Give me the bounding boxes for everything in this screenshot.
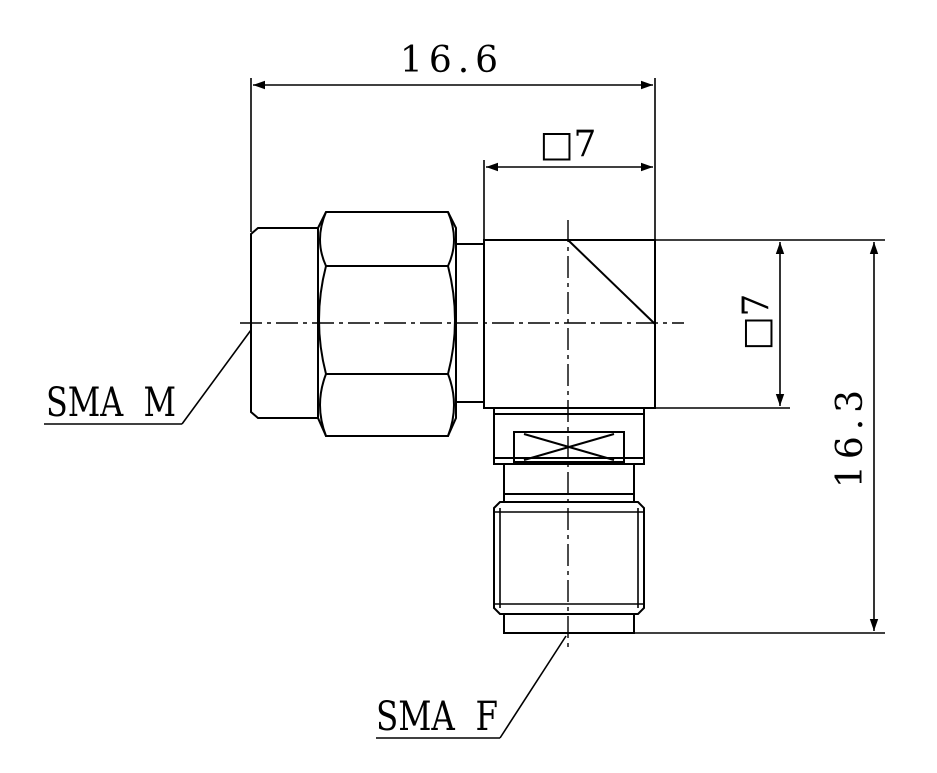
sma-female-label: SMA F [376,694,498,740]
label-sma-female: SMA F [376,635,567,740]
sma-male-label: SMA M [46,380,176,426]
dim-body-width-label: □7 [540,124,597,165]
sma-male-connector [250,211,484,437]
label-sma-male: SMA M [44,329,252,426]
sma-female-connector [493,407,645,634]
dimension-overall-width: 16.6 [250,40,656,240]
dimension-overall-height: 16.3 [632,242,885,634]
dim-overall-height-label: 16.3 [830,384,871,488]
dimension-body-height: □7 [655,239,885,409]
center-lines [240,220,684,650]
dim-body-height-label: □7 [736,294,777,351]
right-angle-body [483,239,656,409]
dimension-body-width: □7 [483,124,653,240]
dim-overall-width-label: 16.6 [400,40,504,81]
